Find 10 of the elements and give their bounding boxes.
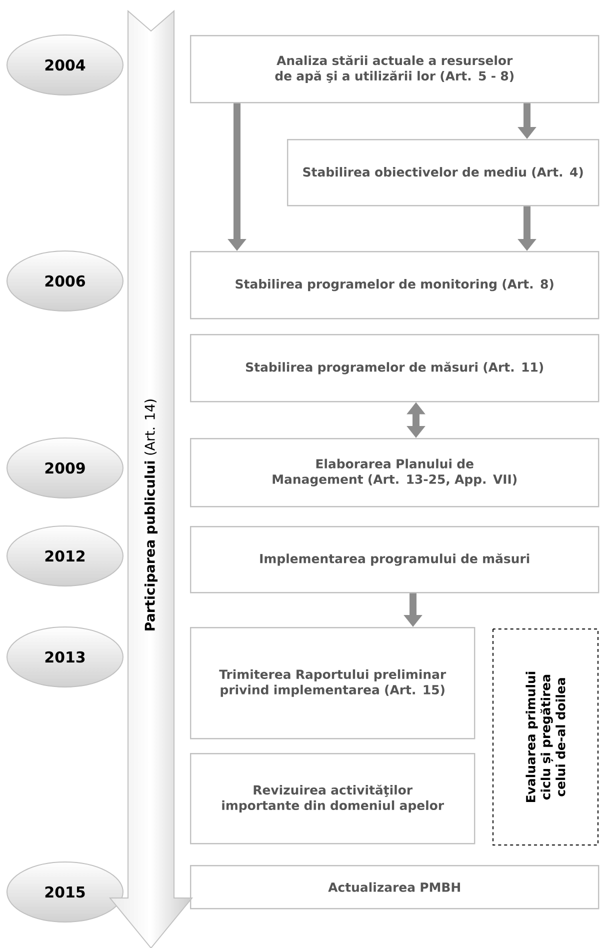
- process-box: Actualizarea PMBH: [190, 865, 600, 910]
- process-box: Revizuirea activităţilor importante din domeniul apelor: [190, 753, 476, 844]
- process-box: Stabilirea obiectivelor de mediu (Art. 4): [287, 139, 600, 206]
- process-box: Analiza stării actuale a resurselor de apă şi a utilizării lor (Art. 5 - 8): [190, 35, 600, 104]
- dashed-box: Evaluarea primului ciclu și pregătirea celui de-al doilea: [492, 628, 598, 846]
- process-box: Stabilirea programelor de monitoring (Art. 8): [190, 251, 600, 320]
- process-box: Trimiterea Raportului preliminar privind implementarea (Art. 15): [190, 627, 476, 740]
- process-box: Implementarea programului de măsuri: [190, 526, 600, 594]
- process-box: Stabilirea programelor de măsuri (Art. 11): [190, 334, 600, 402]
- process-box: Elaborarea Planului de Management (Art. 13-25, App. VII): [190, 438, 600, 508]
